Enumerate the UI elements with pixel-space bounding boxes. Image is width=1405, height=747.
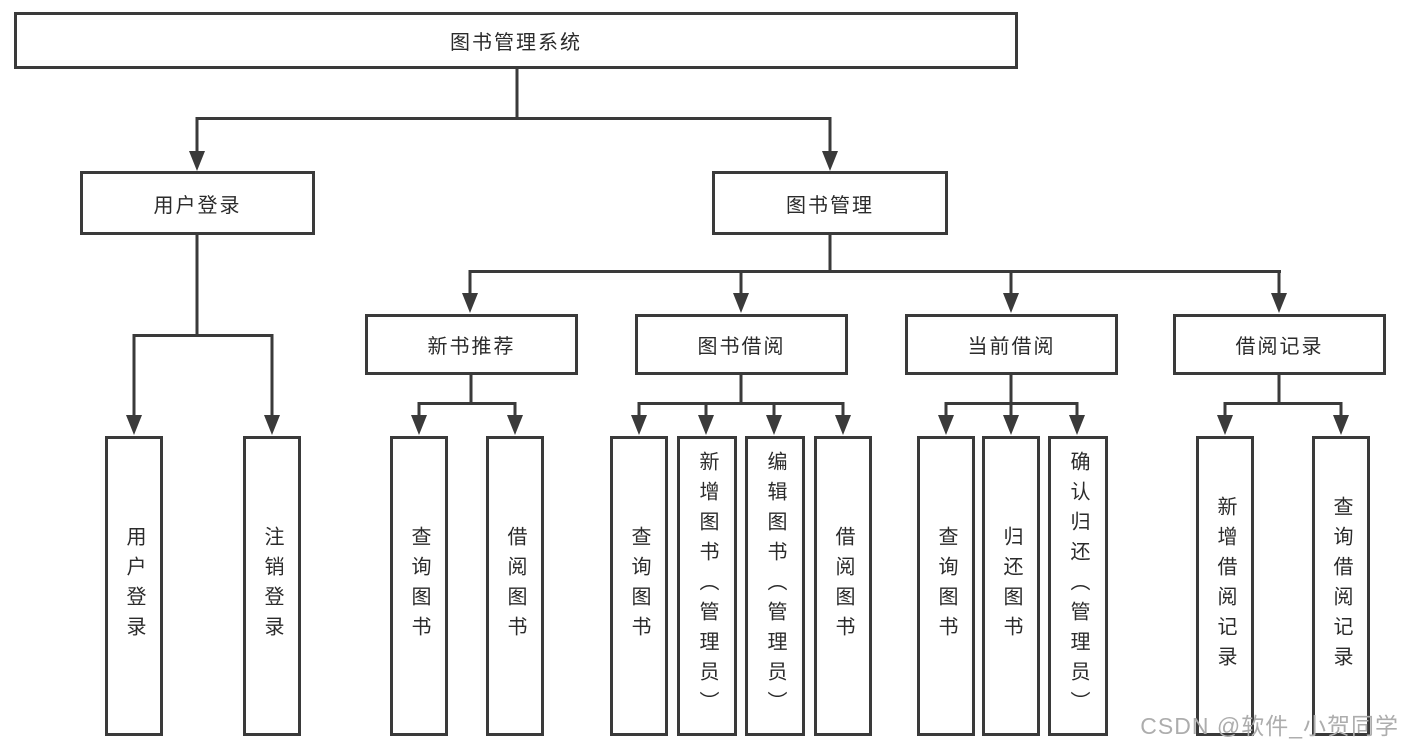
leaf-logout: 注销登录	[243, 436, 301, 736]
node-label: 查询借阅记录	[1330, 496, 1352, 676]
connector-book-management-to-level3	[468, 235, 1281, 294]
leaf-add-books-admin: 新增图书（管理员）	[677, 436, 737, 736]
node-label: 编辑图书（管理员）	[764, 451, 786, 721]
node-label: 借阅图书	[832, 526, 854, 646]
node-new-book-recommendation: 新书推荐	[365, 314, 578, 375]
leaf-query-books: 查询图书	[390, 436, 448, 736]
leaf-user-login: 用户登录	[105, 436, 163, 736]
node-user-login: 用户登录	[80, 171, 315, 235]
csdn-watermark: CSDN @软件_小贺同学	[1140, 713, 1399, 739]
arrow-down-icon	[631, 415, 647, 435]
node-label: 新书推荐	[427, 336, 516, 358]
arrow-down-icon	[462, 293, 478, 313]
connector-current-borrow-to-leaves	[944, 375, 1079, 415]
leaf-confirm-return-admin: 确认归还（管理员）	[1048, 436, 1108, 736]
arrow-down-icon	[1271, 293, 1287, 313]
arrow-down-icon	[835, 415, 851, 435]
arrow-down-icon	[1333, 415, 1349, 435]
node-label: 查询图书	[935, 526, 957, 646]
connector-user-login-to-leaves	[132, 235, 274, 415]
node-label: 图书管理	[786, 194, 874, 217]
arrow-down-icon	[1003, 293, 1019, 313]
node-label: 查询图书	[408, 526, 430, 646]
leaf-query-books: 查询图书	[917, 436, 975, 736]
arrow-down-icon	[507, 415, 523, 435]
node-label: 图书管理系统	[450, 32, 582, 54]
node-book-management: 图书管理	[712, 171, 948, 235]
arrow-down-icon	[1069, 415, 1085, 435]
node-label: 查询图书	[628, 526, 650, 646]
leaf-query-books: 查询图书	[610, 436, 668, 736]
connector-borrow-records-to-leaves	[1223, 375, 1343, 415]
arrow-down-icon	[1217, 415, 1233, 435]
node-label: 当前借阅	[967, 336, 1056, 358]
leaf-borrow-books: 借阅图书	[486, 436, 544, 736]
node-borrowing-records: 借阅记录	[1173, 314, 1386, 375]
arrow-down-icon	[1003, 415, 1019, 435]
node-label: 注销登录	[261, 526, 283, 646]
node-label: 借阅图书	[504, 526, 526, 646]
arrow-down-icon	[698, 415, 714, 435]
node-library-management-system: 图书管理系统	[14, 12, 1018, 69]
node-label: 确认归还（管理员）	[1067, 451, 1089, 721]
connector-book-borrow-to-leaves	[637, 375, 845, 415]
arrow-down-icon	[264, 415, 280, 435]
leaf-return-books: 归还图书	[982, 436, 1040, 736]
node-label: 用户登录	[123, 526, 145, 646]
node-label: 新增借阅记录	[1214, 496, 1236, 676]
leaf-borrow-books: 借阅图书	[814, 436, 872, 736]
node-label: 借阅记录	[1235, 336, 1324, 358]
leaf-edit-books-admin: 编辑图书（管理员）	[745, 436, 805, 736]
node-current-borrowing: 当前借阅	[905, 314, 1118, 375]
node-label: 新增图书（管理员）	[696, 451, 718, 721]
node-label: 图书借阅	[697, 336, 786, 358]
arrow-down-icon	[822, 151, 838, 171]
arrow-down-icon	[126, 415, 142, 435]
node-book-borrowing: 图书借阅	[635, 314, 848, 375]
arrow-down-icon	[938, 415, 954, 435]
node-label: 用户登录	[153, 194, 242, 217]
arrow-down-icon	[189, 151, 205, 171]
leaf-add-borrow-record: 新增借阅记录	[1196, 436, 1254, 736]
connector-root-to-level2	[195, 69, 832, 152]
leaf-query-borrow-record: 查询借阅记录	[1312, 436, 1370, 736]
connector-new-book-to-leaves	[417, 375, 517, 415]
arrow-down-icon	[766, 415, 782, 435]
arrow-down-icon	[411, 415, 427, 435]
node-label: 归还图书	[1000, 526, 1022, 646]
arrow-down-icon	[733, 293, 749, 313]
